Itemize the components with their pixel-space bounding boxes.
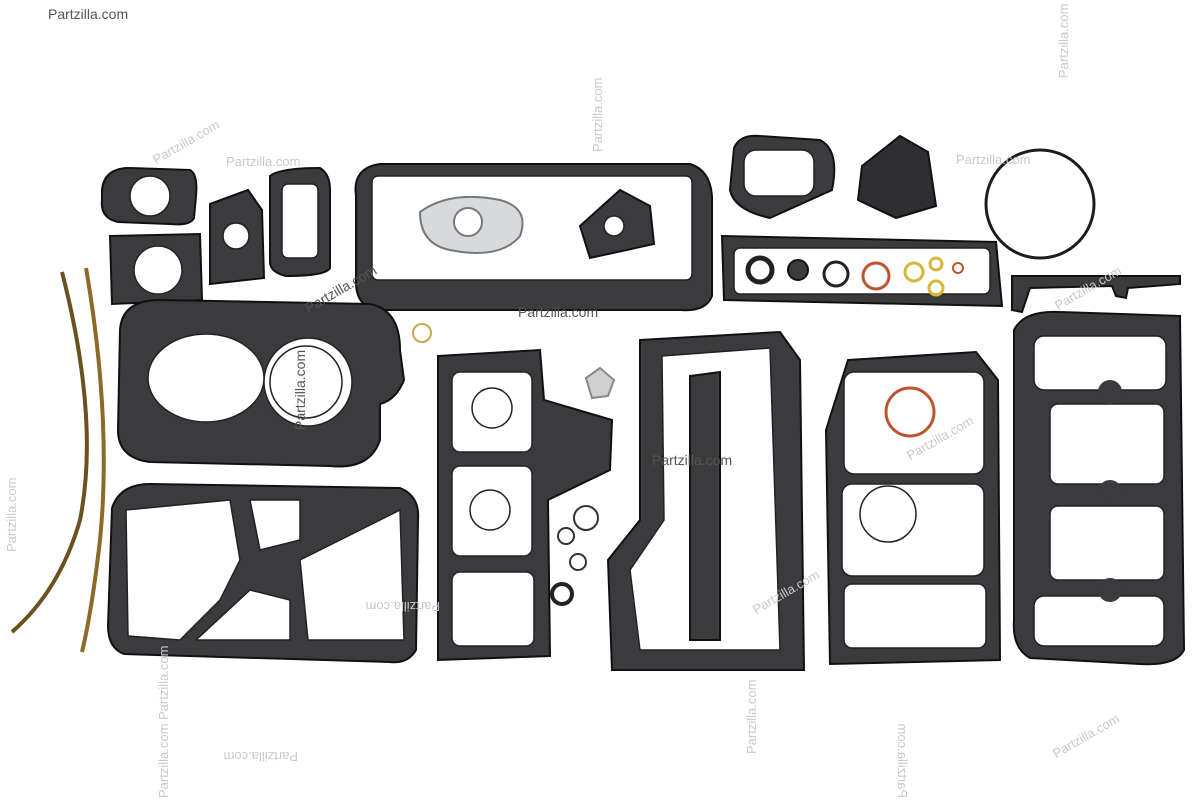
seal-strip-gasket [720,234,1004,308]
spring-clip [584,366,616,400]
sealing-strip-2 [80,267,106,653]
small-gasket-a [100,166,198,226]
o-ring-2 [557,527,575,545]
cylinder-gasket-center [437,348,614,662]
crankcase-gasket-left [106,482,420,664]
o-ring-1 [573,505,599,531]
sealing-strip-1 [10,271,89,634]
o-ring-3 [569,553,587,571]
large-o-ring [984,148,1096,260]
head-gasket-right [824,350,1002,666]
cover-gasket [728,134,836,220]
head-gasket-left [116,298,406,468]
diaphragm-gasket [856,134,938,220]
small-gasket-d [269,166,331,278]
small-washer [412,323,432,343]
exhaust-plate-gasket [606,330,806,671]
cylinder-head-gasket-pair [1012,310,1186,666]
o-ring-4 [550,582,574,606]
small-gasket-c [209,188,266,286]
thin-strip-gasket [1011,275,1181,314]
top-plate-gasket [354,163,713,312]
small-gasket-b [108,232,204,306]
